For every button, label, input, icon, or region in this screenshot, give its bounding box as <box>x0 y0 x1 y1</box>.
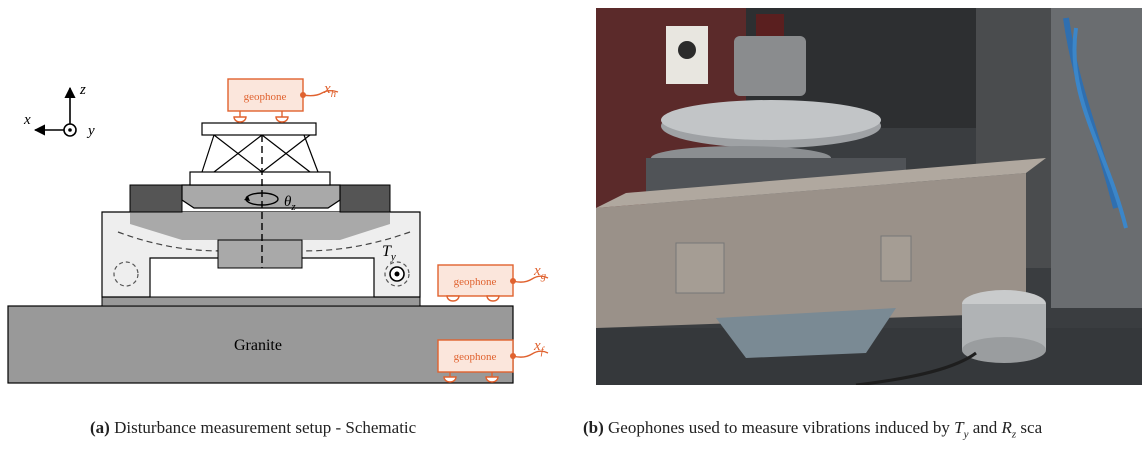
axis-y-label: y <box>86 123 95 139</box>
schematic-diagram: z x y Granite θz <box>7 78 549 384</box>
caption-b-rz: R <box>1001 418 1012 437</box>
geophone-bottom: geophone <box>437 339 549 383</box>
theta-z-rotation-icon <box>244 192 279 206</box>
caption-a-tag: (a) <box>90 418 110 437</box>
signal-xf-label: xf <box>533 338 546 357</box>
caption-b: (b) Geophones used to measure vibrations… <box>583 418 1043 441</box>
theta-z-label: θz <box>284 194 296 213</box>
spindle <box>181 184 341 209</box>
granite-label: Granite <box>234 337 282 354</box>
geophone-middle-label: geophone <box>454 276 497 288</box>
tilt-stage <box>130 212 390 240</box>
geophone-top: geophone <box>227 78 339 123</box>
tilt-stage-core <box>217 239 303 269</box>
caption-b-text-1: Geophones used to measure vibrations ind… <box>608 418 955 437</box>
lab-photo <box>596 8 1142 385</box>
hexapod <box>201 122 319 173</box>
caption-a: (a) Disturbance measurement setup - Sche… <box>90 418 416 438</box>
caption-a-text: Disturbance measurement setup - Schemati… <box>114 418 417 437</box>
coordinate-frame: z x y <box>23 82 95 139</box>
side-block-left <box>129 184 183 213</box>
geophone-bottom-label: geophone <box>454 351 497 363</box>
signal-xg-label: xg <box>533 263 547 282</box>
geophone-top-label: geophone <box>244 91 287 103</box>
caption-b-ty: T <box>954 418 964 437</box>
spindle-top-plate <box>189 171 331 186</box>
roller-right <box>384 261 410 287</box>
granite-block <box>7 305 514 384</box>
ty-label: Ty <box>382 243 396 263</box>
axis-z-label: z <box>79 82 86 98</box>
caption-b-tag: (b) <box>583 418 604 437</box>
signal-xh-label: xh <box>323 81 337 100</box>
roller-left <box>113 261 139 287</box>
side-block-right <box>339 184 391 213</box>
geophone-middle: geophone <box>437 264 549 302</box>
stage-slab <box>101 296 421 307</box>
ty-translation-icon <box>389 266 405 282</box>
axis-x-label: x <box>23 112 31 128</box>
